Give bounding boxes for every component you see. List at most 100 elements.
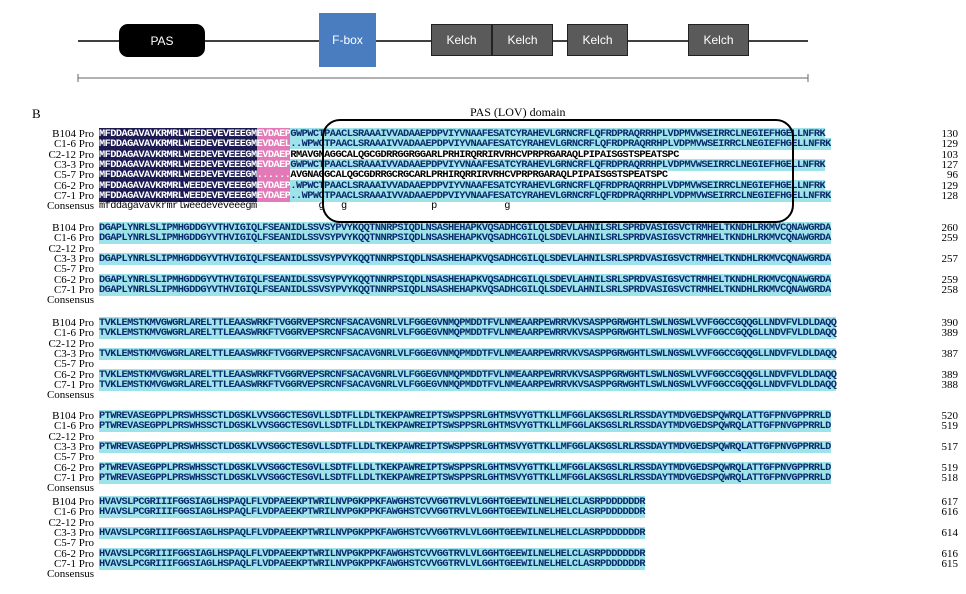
aligned-sequence: PTWREVASEGPPLPRSWHSSCTLDGSKLVVSGGCTESGVL… <box>99 420 831 433</box>
sequence-name: C3-3 Pro <box>53 158 94 171</box>
aligned-sequence: TVKLEMSTKMVGWGRLARELTTLEAASWRKFTVGGRVEPS… <box>99 317 837 329</box>
kelch-domain-box-2: Kelch <box>492 24 553 56</box>
aligned-sequence: HVAVSLPCGRIIIFGGSIAGLHSPAQLFLVDPAEEKPTWR… <box>99 506 646 519</box>
residue-count: 520 <box>941 410 959 422</box>
aligned-sequence: MFDDAGAVAVKRMRLWEEDEVEVEEEGMEVDAEPGWPWCT… <box>99 128 826 140</box>
residue-count: 388 <box>941 378 959 391</box>
residue-count: 615 <box>941 557 959 570</box>
aligned-sequence: MFDDAGAVAVKRMRLWEEDEVEVEEEGMEVDAEPGWPWCT… <box>99 158 826 171</box>
sequence-name: C6-2 Pro <box>53 547 94 560</box>
sequence-name: C5-7 Pro <box>53 169 94 182</box>
residue-count: 259 <box>941 273 959 286</box>
residue-count: 128 <box>941 189 959 202</box>
lov-domain-title: PAS (LOV) domain <box>470 105 566 119</box>
pas-domain-label: PAS <box>150 33 174 48</box>
sequence-name: C7-1 Pro <box>53 557 94 570</box>
sequence-name: C6-2 Pro <box>53 461 94 474</box>
residue-count: 129 <box>941 138 959 151</box>
residue-count: 257 <box>941 252 959 265</box>
pas-domain-box: PAS <box>119 24 205 57</box>
fbox-domain-label: F-box <box>332 33 363 47</box>
residue-count: 519 <box>941 461 959 474</box>
sequence-name: C7-1 Pro <box>53 471 94 484</box>
sequence-name: Consensus <box>46 294 94 307</box>
aligned-sequence: HVAVSLPCGRIIIFGGSIAGLHSPAQLFLVDPAEEKPTWR… <box>99 496 646 508</box>
residue-count: 260 <box>941 222 959 234</box>
residue-count: 130 <box>941 128 959 140</box>
sequence-name: Consensus <box>46 568 94 581</box>
sequence-name: C7-1 Pro <box>53 378 94 391</box>
aligned-sequence: DGAPLYNRLSLIPMHGDDGYVTHVIGIQLFSEANIDLSSV… <box>99 283 831 296</box>
kelch-domain-box-3: Kelch <box>567 24 628 56</box>
sequence-name: B104 Pro <box>52 496 94 508</box>
residue-count: 129 <box>941 179 959 192</box>
sequence-name: Consensus <box>46 389 94 402</box>
sequence-name: B104 Pro <box>52 410 94 422</box>
sequence-name: C1-6 Pro <box>53 232 94 245</box>
kelch-domain-label: Kelch <box>446 33 477 47</box>
consensus-sequence: mfddagavavkrmrlweedeveveeegm g g p g <box>99 200 510 213</box>
aligned-sequence: HVAVSLPCGRIIIFGGSIAGLHSPAQLFLVDPAEEKPTWR… <box>99 557 646 570</box>
sequence-name: C2-12 Pro <box>48 430 94 443</box>
residue-count: 614 <box>941 526 959 539</box>
sequence-name: C2-12 Pro <box>48 337 94 350</box>
residue-count: 518 <box>941 471 959 484</box>
residue-count: 389 <box>941 327 959 340</box>
sequence-name: B104 Pro <box>52 222 94 234</box>
sequence-name: C6-2 Pro <box>53 368 94 381</box>
sequence-name: C6-2 Pro <box>53 273 94 286</box>
kelch-domain-box-4: Kelch <box>688 24 749 56</box>
aligned-sequence: DGAPLYNRLSLIPMHGDDGYVTHVIGIQLFSEANIDLSSV… <box>99 252 831 265</box>
sequence-name: C2-12 Pro <box>48 516 94 529</box>
aligned-sequence: TVKLEMSTKMVGWGRLARELTTLEAASWRKFTVGGRVEPS… <box>99 347 837 360</box>
sequence-name: B104 Pro <box>52 128 94 140</box>
sequence-name: C5-7 Pro <box>53 358 94 371</box>
sequence-name: B104 Pro <box>52 317 94 329</box>
residue-count: 389 <box>941 368 959 381</box>
aligned-sequence: TVKLEMSTKMVGWGRLARELTTLEAASWRKFTVGGRVEPS… <box>99 378 837 391</box>
fbox-domain-box: F-box <box>319 13 376 67</box>
residue-count: 127 <box>941 158 959 171</box>
sequence-name: C6-2 Pro <box>53 179 94 192</box>
sequence-name: C5-7 Pro <box>53 537 94 550</box>
aligned-sequence: MFDDAGAVAVKRMRLWEEDEVEVEEEGMEVDAEP.WPWCT… <box>99 179 826 192</box>
residue-count: 259 <box>941 232 959 245</box>
kelch-domain-box-1: Kelch <box>431 24 492 56</box>
aligned-sequence: MFDDAGAVAVKRMRLWEEDEVEVEEEGMEVDAEP..WPWC… <box>99 189 831 202</box>
sequence-name: C5-7 Pro <box>53 263 94 276</box>
sequence-name: C7-1 Pro <box>53 283 94 296</box>
residue-count: 258 <box>941 283 959 296</box>
residue-count: 616 <box>941 506 959 519</box>
sequence-name: C1-6 Pro <box>53 327 94 340</box>
sequence-name: C1-6 Pro <box>53 138 94 151</box>
aligned-sequence: PTWREVASEGPPLPRSWHSSCTLDGSKLVVSGGCTESGVL… <box>99 440 831 453</box>
domain-architecture: PAS F-box Kelch Kelch Kelch Kelch <box>0 0 966 90</box>
aligned-sequence: TVKLEMSTKMVGWGRLARELTTLEAASWRKFTVGGRVEPS… <box>99 327 837 340</box>
aligned-sequence: HVAVSLPCGRIIIFGGSIAGLHSPAQLFLVDPAEEKPTWR… <box>99 547 646 560</box>
aligned-sequence: PTWREVASEGPPLPRSWHSSCTLDGSKLVVSGGCTESGVL… <box>99 461 831 474</box>
sequence-name: Consensus <box>46 482 94 495</box>
aligned-sequence: MFDDAGAVAVKRMRLWEEDEVEVEEEGM......AVGNAG… <box>99 169 668 182</box>
aligned-sequence: TVKLEMSTKMVGWGRLARELTTLEAASWRKFTVGGRVEPS… <box>99 368 837 381</box>
sequence-name: C1-6 Pro <box>53 420 94 433</box>
residue-count: 387 <box>941 347 959 360</box>
aligned-sequence: HVAVSLPCGRIIIFGGSIAGLHSPAQLFLVDPAEEKPTWR… <box>99 526 646 539</box>
aligned-sequence: DGAPLYNRLSLIPMHGDDGYVTHVIGIQLFSEANIDLSSV… <box>99 273 831 286</box>
sequence-name: C3-3 Pro <box>53 440 94 453</box>
sequence-name: Consensus <box>46 200 94 213</box>
sequence-name: C5-7 Pro <box>53 451 94 464</box>
aligned-sequence: MFDDAGAVAVKRMRLWEEDEVEVEEEGMEVDAEPRMAVGN… <box>99 148 679 161</box>
residue-count: 517 <box>941 440 959 453</box>
aligned-sequence: DGAPLYNRLSLIPMHGDDGYVTHVIGIQLFSEANIDLSSV… <box>99 232 831 245</box>
sequence-name: C2-12 Pro <box>48 148 94 161</box>
sequence-name: C7-1 Pro <box>53 189 94 202</box>
sequence-name: C3-3 Pro <box>53 526 94 539</box>
residue-count: 519 <box>941 420 959 433</box>
kelch-domain-label: Kelch <box>582 33 613 47</box>
residue-count: 390 <box>941 317 959 329</box>
residue-count: 96 <box>947 169 958 182</box>
kelch-domain-label: Kelch <box>507 33 538 47</box>
aligned-sequence: DGAPLYNRLSLIPMHGDDGYVTHVIGIQLFSEANIDLSSV… <box>99 222 831 234</box>
sequence-name: C3-3 Pro <box>53 347 94 360</box>
aligned-sequence: PTWREVASEGPPLPRSWHSSCTLDGSKLVVSGGCTESGVL… <box>99 471 831 484</box>
